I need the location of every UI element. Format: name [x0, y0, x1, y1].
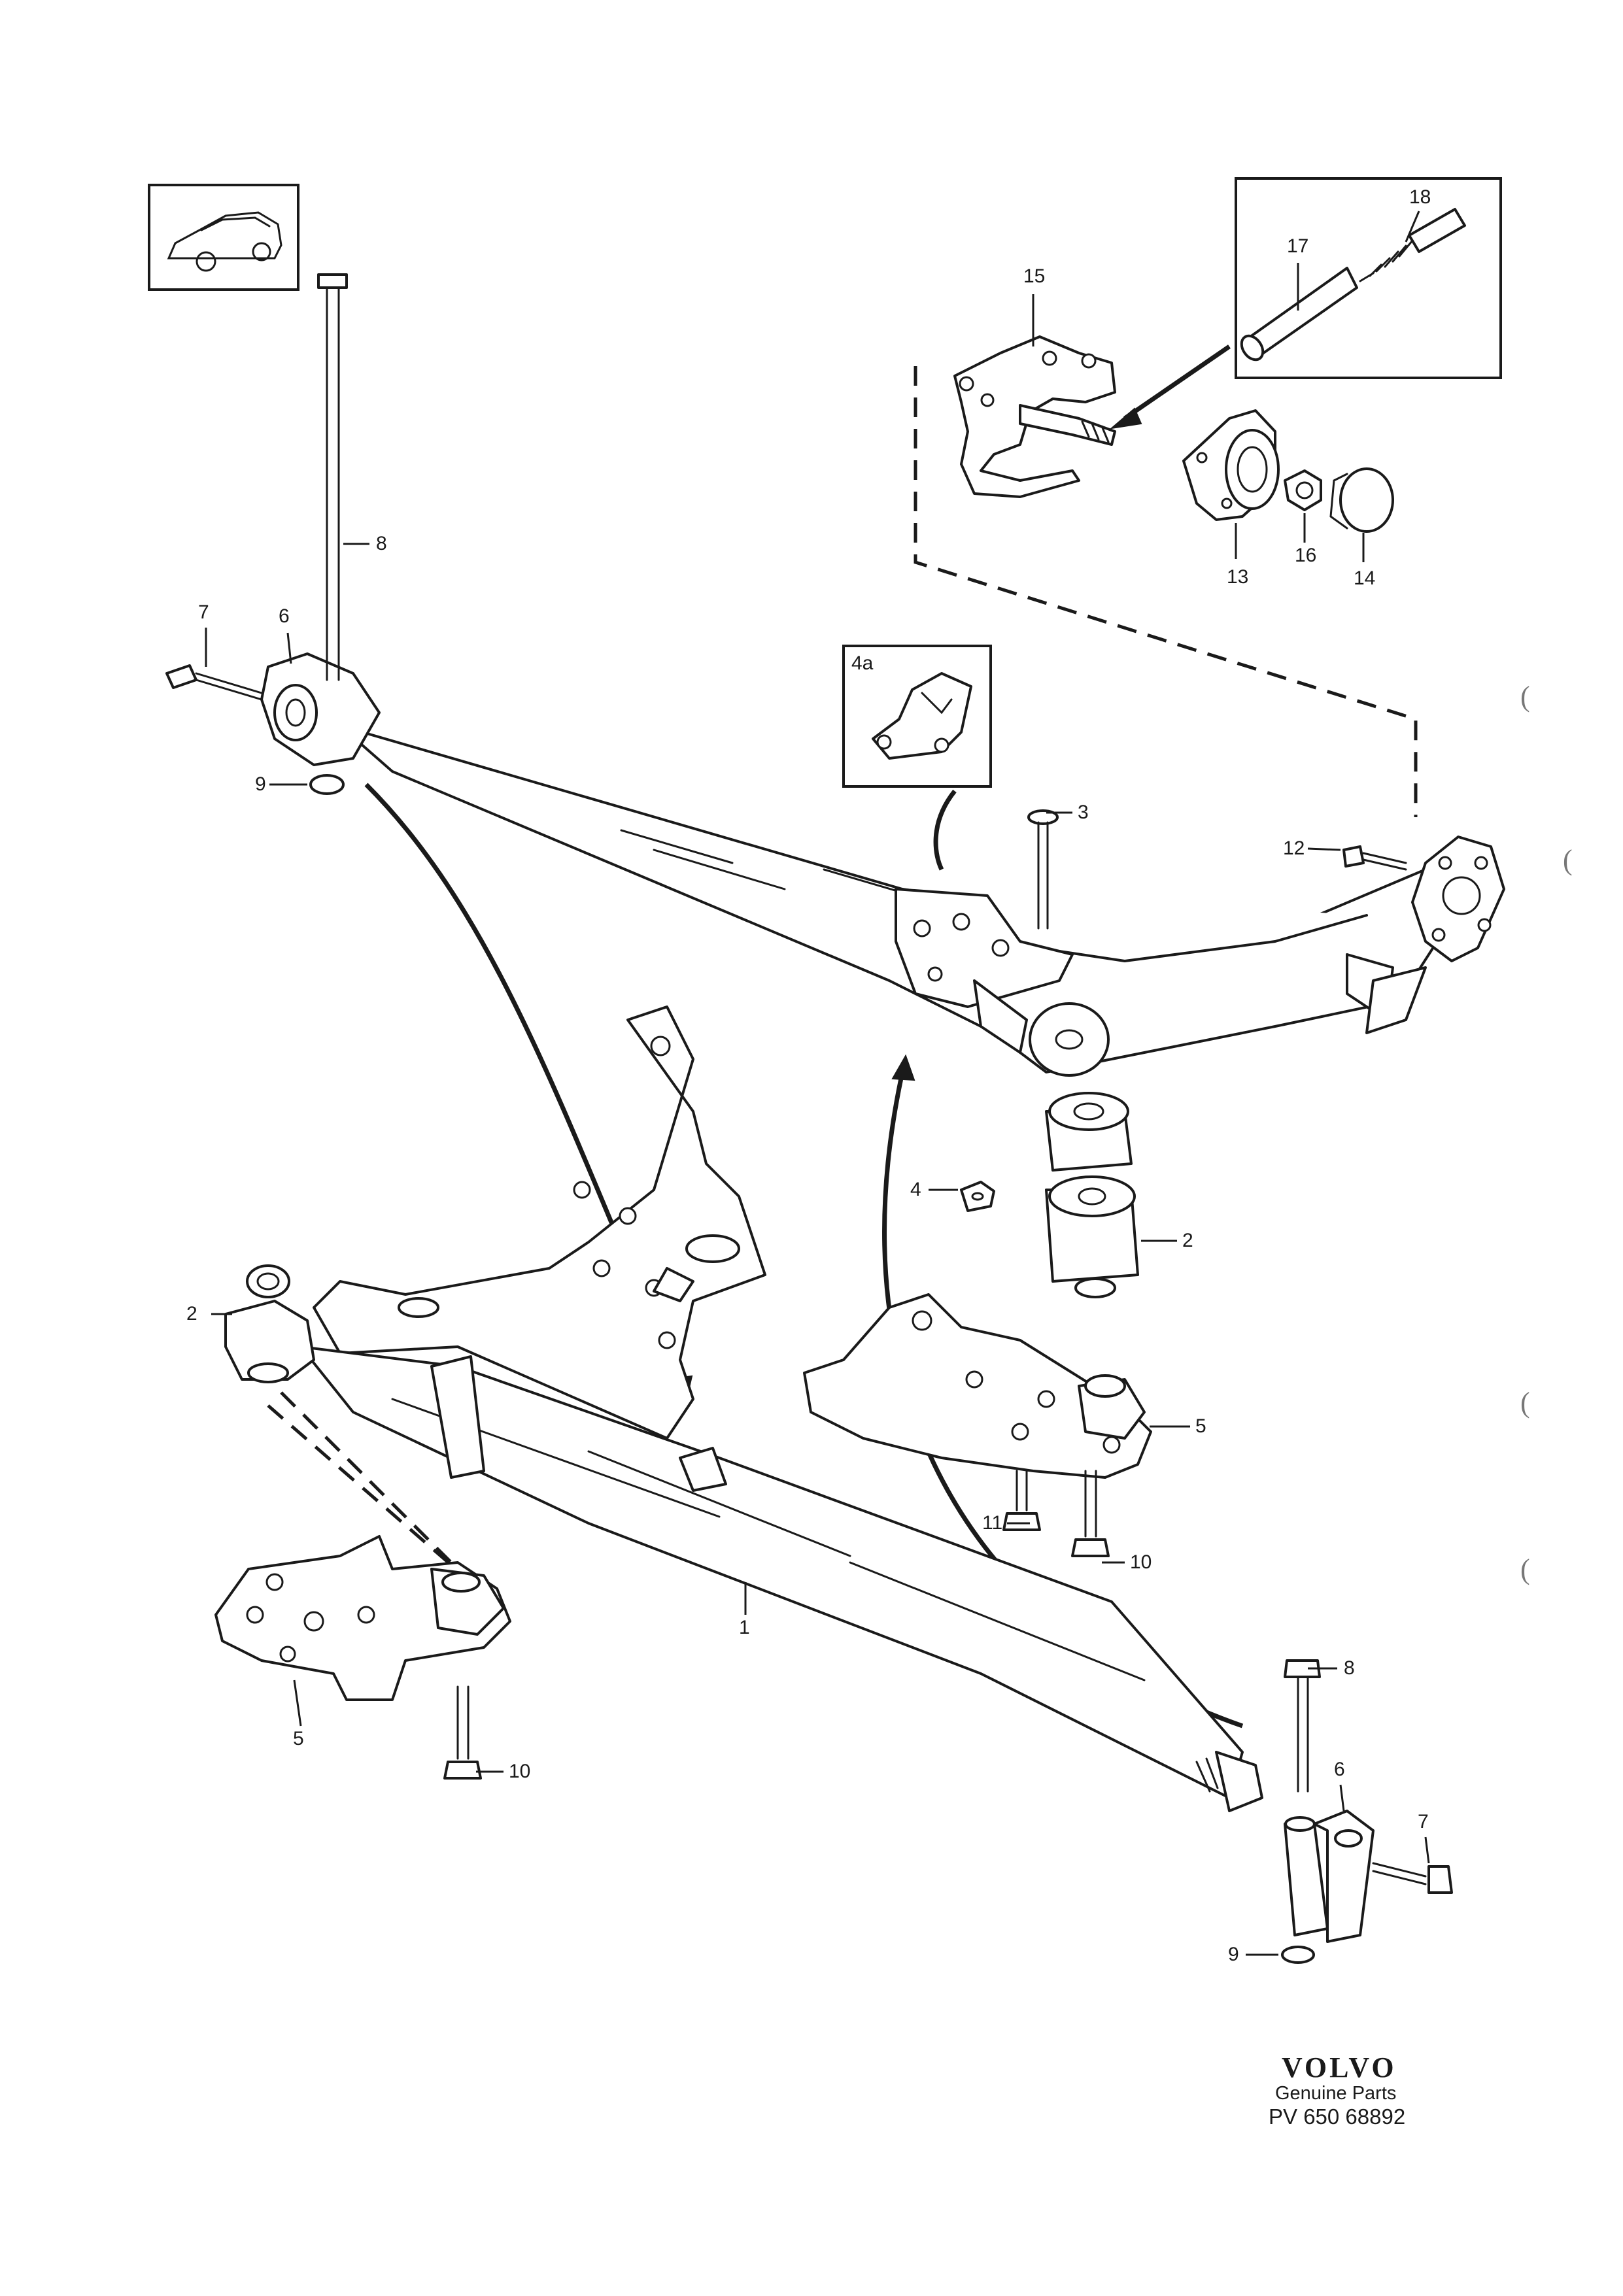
callout-13: 13	[1227, 566, 1249, 588]
callout-7-right: 7	[1418, 1811, 1429, 1832]
left-pivot-bushing-top	[165, 273, 381, 795]
margin-mark: (	[1520, 681, 1530, 713]
crossmember	[313, 1005, 766, 1440]
margin-mark: (	[1520, 1553, 1530, 1585]
diagram-code: PV 650 68892	[1269, 2104, 1406, 2129]
callout-11: 11	[982, 1512, 1003, 1534]
callout-1: 1	[739, 1617, 750, 1638]
callout-7-left: 7	[198, 601, 209, 623]
genuine-parts-label: Genuine Parts	[1275, 2083, 1397, 2104]
hub-arrow	[1123, 345, 1231, 420]
callout-10-left: 10	[509, 1761, 531, 1782]
callout-18: 18	[1409, 186, 1431, 208]
callout-17: 17	[1287, 235, 1309, 257]
callout-14: 14	[1354, 567, 1376, 589]
callout-2-right: 2	[1182, 1230, 1193, 1251]
bracket-detail-box-4a	[842, 645, 992, 788]
volvo-brand-block: VOLVO Genuine Parts PV 650 68892	[1269, 2053, 1439, 2129]
left-bushing	[224, 1264, 315, 1383]
callout-15: 15	[1023, 265, 1046, 287]
callout-6-right: 6	[1334, 1759, 1345, 1780]
callout-12: 12	[1283, 837, 1305, 859]
wheel-hub-assembly	[953, 294, 1394, 562]
callout-4: 4	[910, 1179, 921, 1200]
seal-kit-detail-box	[1235, 177, 1502, 379]
callout-3: 3	[1078, 802, 1089, 823]
vehicle-thumbnail	[148, 184, 299, 291]
bolt-12	[1342, 845, 1407, 871]
callout-8-bottom: 8	[1344, 1657, 1355, 1679]
right-pivot-bushing	[1281, 1659, 1453, 1964]
callout-9-top: 9	[255, 773, 266, 795]
right-bushing	[1045, 1092, 1139, 1298]
volvo-logo: VOLVO	[1282, 2051, 1397, 2084]
callout-9-bottom: 9	[1228, 1944, 1239, 1965]
bracket-arrow	[933, 789, 957, 871]
callout-2-left: 2	[186, 1303, 197, 1325]
bolt-3	[1027, 809, 1059, 930]
nut-4	[960, 1181, 995, 1212]
bolt-11	[1002, 1470, 1041, 1531]
callout-16: 16	[1295, 545, 1317, 566]
margin-mark: (	[1563, 844, 1573, 876]
margin-mark: (	[1520, 1387, 1530, 1419]
callout-10-right: 10	[1130, 1551, 1152, 1573]
bolt-10-left	[443, 1685, 482, 1780]
callout-4a: 4a	[851, 652, 874, 674]
hub-dashed-guide	[914, 366, 1418, 817]
right-mounting-bracket	[803, 1293, 1152, 1479]
callout-5-right: 5	[1195, 1415, 1206, 1437]
mount-dashed-guide-2	[280, 1391, 459, 1570]
mount-dashed-guide	[267, 1404, 472, 1583]
bolt-10-right	[1071, 1470, 1110, 1557]
left-mounting-bracket	[214, 1535, 511, 1701]
callout-8-top: 8	[376, 533, 387, 554]
trailing-arm-lower	[299, 1345, 1263, 1812]
callout-leaders	[205, 543, 1430, 1956]
rear-axle-beam	[339, 724, 1505, 1077]
callout-6-left: 6	[279, 605, 290, 627]
callout-5-left: 5	[293, 1728, 304, 1749]
